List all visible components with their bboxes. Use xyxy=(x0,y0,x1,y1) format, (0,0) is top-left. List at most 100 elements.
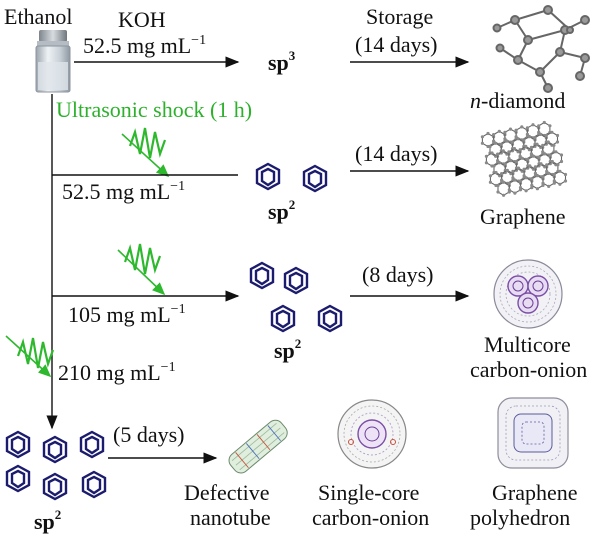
graphene-atom xyxy=(507,181,511,185)
graphene-atom xyxy=(533,136,537,140)
graphene-atom xyxy=(559,159,564,164)
graphene-atom xyxy=(556,163,560,167)
row4-days-label: (5 days) xyxy=(113,422,184,447)
graphene-atom xyxy=(525,132,530,136)
graphene-atom xyxy=(524,144,528,148)
graphene-atom xyxy=(488,174,492,178)
graphene-atom xyxy=(533,171,538,175)
ultrasonic-label: Ultrasonic shock (1 h) xyxy=(56,97,252,122)
graphene-atom xyxy=(552,179,556,183)
multicore-label-1: Multicore xyxy=(484,332,571,357)
polyhedron-label-1: Graphene xyxy=(492,480,578,505)
graphene-atom xyxy=(555,140,560,144)
graphene-atom xyxy=(524,176,528,180)
graphene-atom xyxy=(529,145,534,149)
graphene-atom xyxy=(513,178,517,182)
graphene-atom xyxy=(502,193,506,197)
graphene-atom xyxy=(511,169,515,173)
storage-days-label: (14 days) xyxy=(355,32,437,57)
graphene-atom xyxy=(494,141,498,145)
graphene-atom xyxy=(484,161,488,165)
graphene-atom xyxy=(520,125,524,129)
ethanol-vial-icon xyxy=(35,30,71,93)
graphene-atom xyxy=(530,183,534,187)
storage-label: Storage xyxy=(366,4,433,29)
n-diamond-label: n-diamond xyxy=(470,88,565,113)
graphene-atom xyxy=(518,154,522,158)
graphene-atom xyxy=(526,157,530,161)
graphene-label: Graphene xyxy=(480,204,566,229)
graphene-atom xyxy=(529,152,534,156)
graphene-atom xyxy=(558,169,562,173)
multicore-carbon-onion-icon xyxy=(493,259,563,329)
graphene-atom xyxy=(539,132,543,136)
graphene-atom xyxy=(492,164,496,168)
graphene-atom xyxy=(501,149,505,153)
graphene-atom xyxy=(563,179,568,183)
graphene-atom xyxy=(558,182,562,186)
graphene-atom xyxy=(492,139,496,143)
graphene-atom xyxy=(502,180,506,184)
sp2-row3-label: sp2 xyxy=(274,336,301,363)
graphene-atom xyxy=(531,123,535,127)
graphene-atom xyxy=(505,139,509,143)
graphene-atom xyxy=(507,190,511,194)
graphene-atom xyxy=(498,161,502,165)
graphene-atom xyxy=(503,137,507,141)
graphene-atom xyxy=(518,188,523,192)
graphene-atom xyxy=(537,130,541,134)
graphene-atom xyxy=(500,178,504,182)
graphene-atom xyxy=(525,126,530,130)
graphene-polyhedron-icon xyxy=(497,397,569,469)
graphene-atom xyxy=(496,159,500,163)
graphene-atom xyxy=(537,124,541,128)
benzene-rings-row4-icon xyxy=(5,430,107,501)
single-core-label-2: carbon-onion xyxy=(312,505,429,530)
graphene-atom xyxy=(518,186,523,190)
graphene-atom xyxy=(514,160,519,164)
graphene-atom xyxy=(550,130,554,134)
graphene-atom xyxy=(497,129,501,133)
graphene-atom xyxy=(496,190,500,194)
sp2-row2-label: sp2 xyxy=(268,197,295,224)
reagent-label: KOH xyxy=(118,7,166,32)
conc-4-label: 210 mg mL−1 xyxy=(58,360,176,385)
graphene-atom xyxy=(541,181,545,185)
graphene-atom xyxy=(507,156,511,160)
benzene-rings-row3-icon xyxy=(249,261,343,333)
graphene-atom xyxy=(507,150,511,154)
graphene-atom xyxy=(492,133,496,137)
graphene-sheet-icon xyxy=(480,120,568,197)
graphene-atom xyxy=(543,152,547,156)
sp3-label: sp3 xyxy=(268,48,296,75)
graphene-atom xyxy=(524,189,528,193)
n-diamond-structure-icon xyxy=(492,5,590,93)
nanotube-label-2: nanotube xyxy=(190,505,271,530)
graphene-atom xyxy=(516,137,520,141)
graphene-atom xyxy=(537,155,541,159)
graphene-atom xyxy=(552,181,556,185)
graphene-atom xyxy=(522,174,526,178)
graphene-atom xyxy=(541,175,545,179)
graphene-atom xyxy=(511,176,515,180)
graphene-atom xyxy=(480,135,484,139)
graphene-cell xyxy=(497,181,510,196)
graphene-atom xyxy=(539,162,543,166)
graphene-atom xyxy=(503,130,507,134)
graphene-atom xyxy=(509,159,513,163)
graphene-atom xyxy=(488,180,492,184)
graphene-atom xyxy=(541,183,545,187)
sp2-row4-label: sp2 xyxy=(34,507,61,534)
graphene-atom xyxy=(496,152,500,156)
graphene-atom xyxy=(535,187,540,191)
graphene-atom xyxy=(550,159,554,164)
graphene-atom xyxy=(503,162,507,166)
graphene-atom xyxy=(552,143,556,147)
graphene-atom xyxy=(544,133,548,138)
row3-days-label: (8 days) xyxy=(362,262,433,287)
graphene-atom xyxy=(548,153,552,157)
single-core-carbon-onion-icon xyxy=(337,399,407,469)
graphene-atom xyxy=(520,156,524,160)
